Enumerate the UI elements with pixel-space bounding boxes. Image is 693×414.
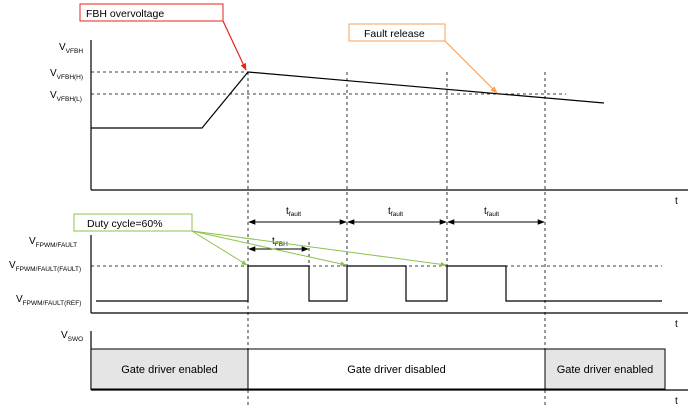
svg-text:FBH overvoltage: FBH overvoltage (86, 8, 164, 20)
t-fault-arrow-1: tfault (248, 206, 347, 225)
plot1-x-axis-label: t (675, 196, 678, 207)
duty-arrow-1 (191, 230, 248, 266)
t-fault-label-3: tfault (484, 206, 499, 218)
vfbh-waveform (91, 71, 605, 129)
overvoltage-arrow (222, 20, 247, 71)
plot3-y-axis-label: VSWO (61, 330, 83, 343)
t-fault-label-2: tfault (388, 206, 403, 218)
t-fault-arrow-2: tfault (347, 206, 447, 225)
callout-fbh-overvoltage: FBH overvoltage (79, 3, 247, 71)
callout-duty-cycle: Duty cycle=60% (73, 213, 447, 267)
t-fault-label-1: tfault (286, 206, 301, 218)
state-box-disabled: Gate driver disabled (247, 348, 546, 390)
callout-fault-release: Fault release (348, 23, 498, 94)
state-box-enabled-2: Gate driver enabled (544, 348, 666, 390)
fpwm-fault-waveform (96, 265, 662, 302)
svg-text:Fault release: Fault release (364, 28, 425, 40)
release-arrow (444, 40, 498, 94)
state-box-enabled-1: Gate driver enabled (90, 348, 249, 390)
t-fault-arrow-3: tfault (447, 206, 545, 225)
svg-text:Duty cycle=60%: Duty cycle=60% (87, 218, 163, 230)
duty-arrow-3 (191, 230, 447, 267)
plot1-y-axis-label: VVFBH (59, 42, 83, 55)
svg-text:Gate driver disabled: Gate driver disabled (347, 364, 445, 376)
plot2-x-axis-label: t (675, 319, 678, 330)
duty-arrow-2 (191, 230, 347, 267)
vfbh-low-level-label: VVFBH(L) (50, 90, 82, 103)
svg-text:Gate driver enabled: Gate driver enabled (121, 364, 218, 376)
svg-text:Gate driver enabled: Gate driver enabled (557, 364, 654, 376)
vfbh-high-level-label: VVFBH(H) (50, 68, 83, 81)
fpwm-fault-level-label: VFPWM/FAULT(FAULT) (9, 260, 81, 273)
fpwm-ref-level-label: VFPWM/FAULT(REF) (16, 294, 81, 307)
plot3-x-axis-label: t (675, 396, 678, 407)
plot2-y-axis-label: VFPWM/FAULT (29, 236, 77, 249)
